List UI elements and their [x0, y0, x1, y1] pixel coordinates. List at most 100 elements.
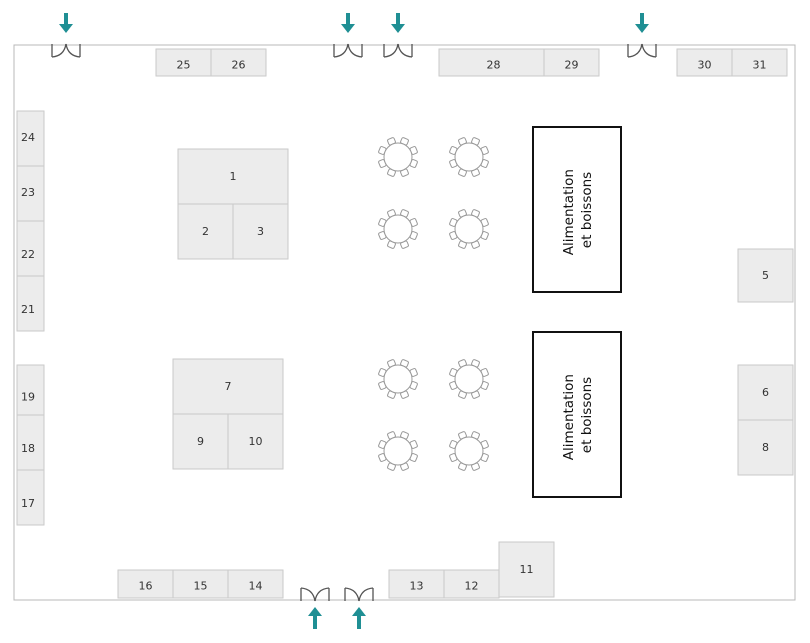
booth-label: 1 [230, 170, 237, 183]
booth-label: 23 [21, 186, 35, 199]
booth[interactable]: 19 [16, 364, 45, 416]
booth-label: 5 [762, 269, 769, 282]
booth-label: 24 [21, 131, 35, 144]
booth-label: 31 [753, 59, 767, 72]
booth-label: 28 [487, 59, 501, 72]
food-area-label: Alimentation et boissons [561, 165, 595, 255]
booth-label: 30 [698, 59, 712, 72]
booth[interactable]: 18 [16, 414, 45, 471]
entry-arrow-icon [391, 24, 405, 33]
exit-arrow-icon [308, 607, 322, 616]
booth-label: 22 [21, 248, 35, 261]
entry-arrow-icon [64, 13, 68, 26]
round-table [449, 209, 489, 249]
booth[interactable]: 1 [177, 148, 289, 205]
booth-label: 11 [520, 563, 534, 576]
booth-label: 2 [202, 225, 209, 238]
entry-arrow-icon [341, 24, 355, 33]
booth-label: 7 [225, 380, 232, 393]
doors-layer [51, 13, 657, 629]
table-top [454, 214, 484, 244]
food-area-line1: Alimentation [561, 169, 577, 255]
booth[interactable]: 13 [388, 569, 445, 599]
table-top [454, 436, 484, 466]
entry-arrow-icon [59, 24, 73, 33]
exit-arrow-icon [357, 615, 361, 629]
table-top [383, 436, 413, 466]
booth-label: 16 [139, 580, 153, 593]
entry-arrow-icon [346, 13, 350, 26]
entrance-door-top[interactable] [333, 13, 363, 58]
booth[interactable]: 23 [16, 165, 45, 222]
booth[interactable]: 25 [155, 48, 212, 77]
booth-label: 14 [249, 580, 263, 593]
food-area-line2: et boissons [579, 172, 595, 248]
booth[interactable]: 29 [543, 48, 600, 77]
round-table [449, 137, 489, 177]
booths-layer: 1 2 3 5 6 7 8 9 10 11 12 13 14 15 16 17 … [16, 48, 794, 599]
booth[interactable]: 12 [443, 569, 500, 599]
entrance-door-bottom[interactable] [300, 587, 330, 629]
table-top [454, 142, 484, 172]
entrance-door-top[interactable] [627, 13, 657, 58]
food-area-line2: et boissons [579, 377, 595, 453]
round-table [449, 359, 489, 399]
entrance-door-bottom[interactable] [344, 587, 374, 629]
booth[interactable]: 31 [731, 48, 788, 77]
food-area-top[interactable]: Alimentation et boissons [532, 126, 622, 293]
table-top [383, 214, 413, 244]
food-area-line1: Alimentation [561, 374, 577, 460]
booth[interactable]: 14 [227, 569, 284, 599]
booth[interactable]: 22 [16, 220, 45, 277]
booth-label: 12 [465, 580, 479, 593]
booth-label: 18 [21, 442, 35, 455]
exit-arrow-icon [352, 607, 366, 616]
booth-label: 8 [762, 441, 769, 454]
booth[interactable]: 26 [210, 48, 267, 77]
booth[interactable]: 16 [117, 569, 174, 599]
booth[interactable]: 24 [16, 110, 45, 167]
food-area-label: Alimentation et boissons [561, 370, 595, 460]
booth-label: 9 [197, 435, 204, 448]
booth-label: 21 [21, 303, 35, 316]
booth-label: 26 [232, 59, 246, 72]
exit-arrow-icon [313, 615, 317, 629]
booth[interactable]: 2 [177, 203, 234, 260]
booth-label: 13 [410, 580, 424, 593]
table-top [383, 142, 413, 172]
booth[interactable]: 8 [737, 419, 794, 476]
booth-label: 10 [249, 435, 263, 448]
entrance-door-top[interactable] [51, 13, 81, 58]
round-table [449, 431, 489, 471]
booth[interactable]: 28 [438, 48, 545, 77]
table-top [383, 364, 413, 394]
booth[interactable]: 30 [676, 48, 733, 77]
table-top [454, 364, 484, 394]
booth-label: 19 [21, 391, 35, 404]
booth-label: 6 [762, 386, 769, 399]
entry-arrow-icon [635, 24, 649, 33]
round-table [378, 359, 418, 399]
hall-wall [13, 44, 796, 601]
food-area-bottom[interactable]: Alimentation et boissons [532, 331, 622, 498]
round-table [378, 209, 418, 249]
booth[interactable]: 17 [16, 469, 45, 526]
booth-label: 25 [177, 59, 191, 72]
entry-arrow-icon [640, 13, 644, 26]
booth[interactable]: 6 [737, 364, 794, 421]
booth-label: 15 [194, 580, 208, 593]
booth-label: 17 [21, 497, 35, 510]
booth-label: 3 [257, 225, 264, 238]
booth[interactable]: 11 [498, 541, 555, 598]
booth[interactable]: 7 [172, 358, 284, 415]
round-table [378, 137, 418, 177]
booth[interactable]: 21 [16, 275, 45, 332]
booth[interactable]: 10 [227, 413, 284, 470]
booth[interactable]: 15 [172, 569, 229, 599]
booth[interactable]: 5 [737, 248, 794, 303]
entrance-door-top[interactable] [383, 13, 413, 58]
entry-arrow-icon [396, 13, 400, 26]
booth[interactable]: 9 [172, 413, 229, 470]
booth[interactable]: 3 [232, 203, 289, 260]
